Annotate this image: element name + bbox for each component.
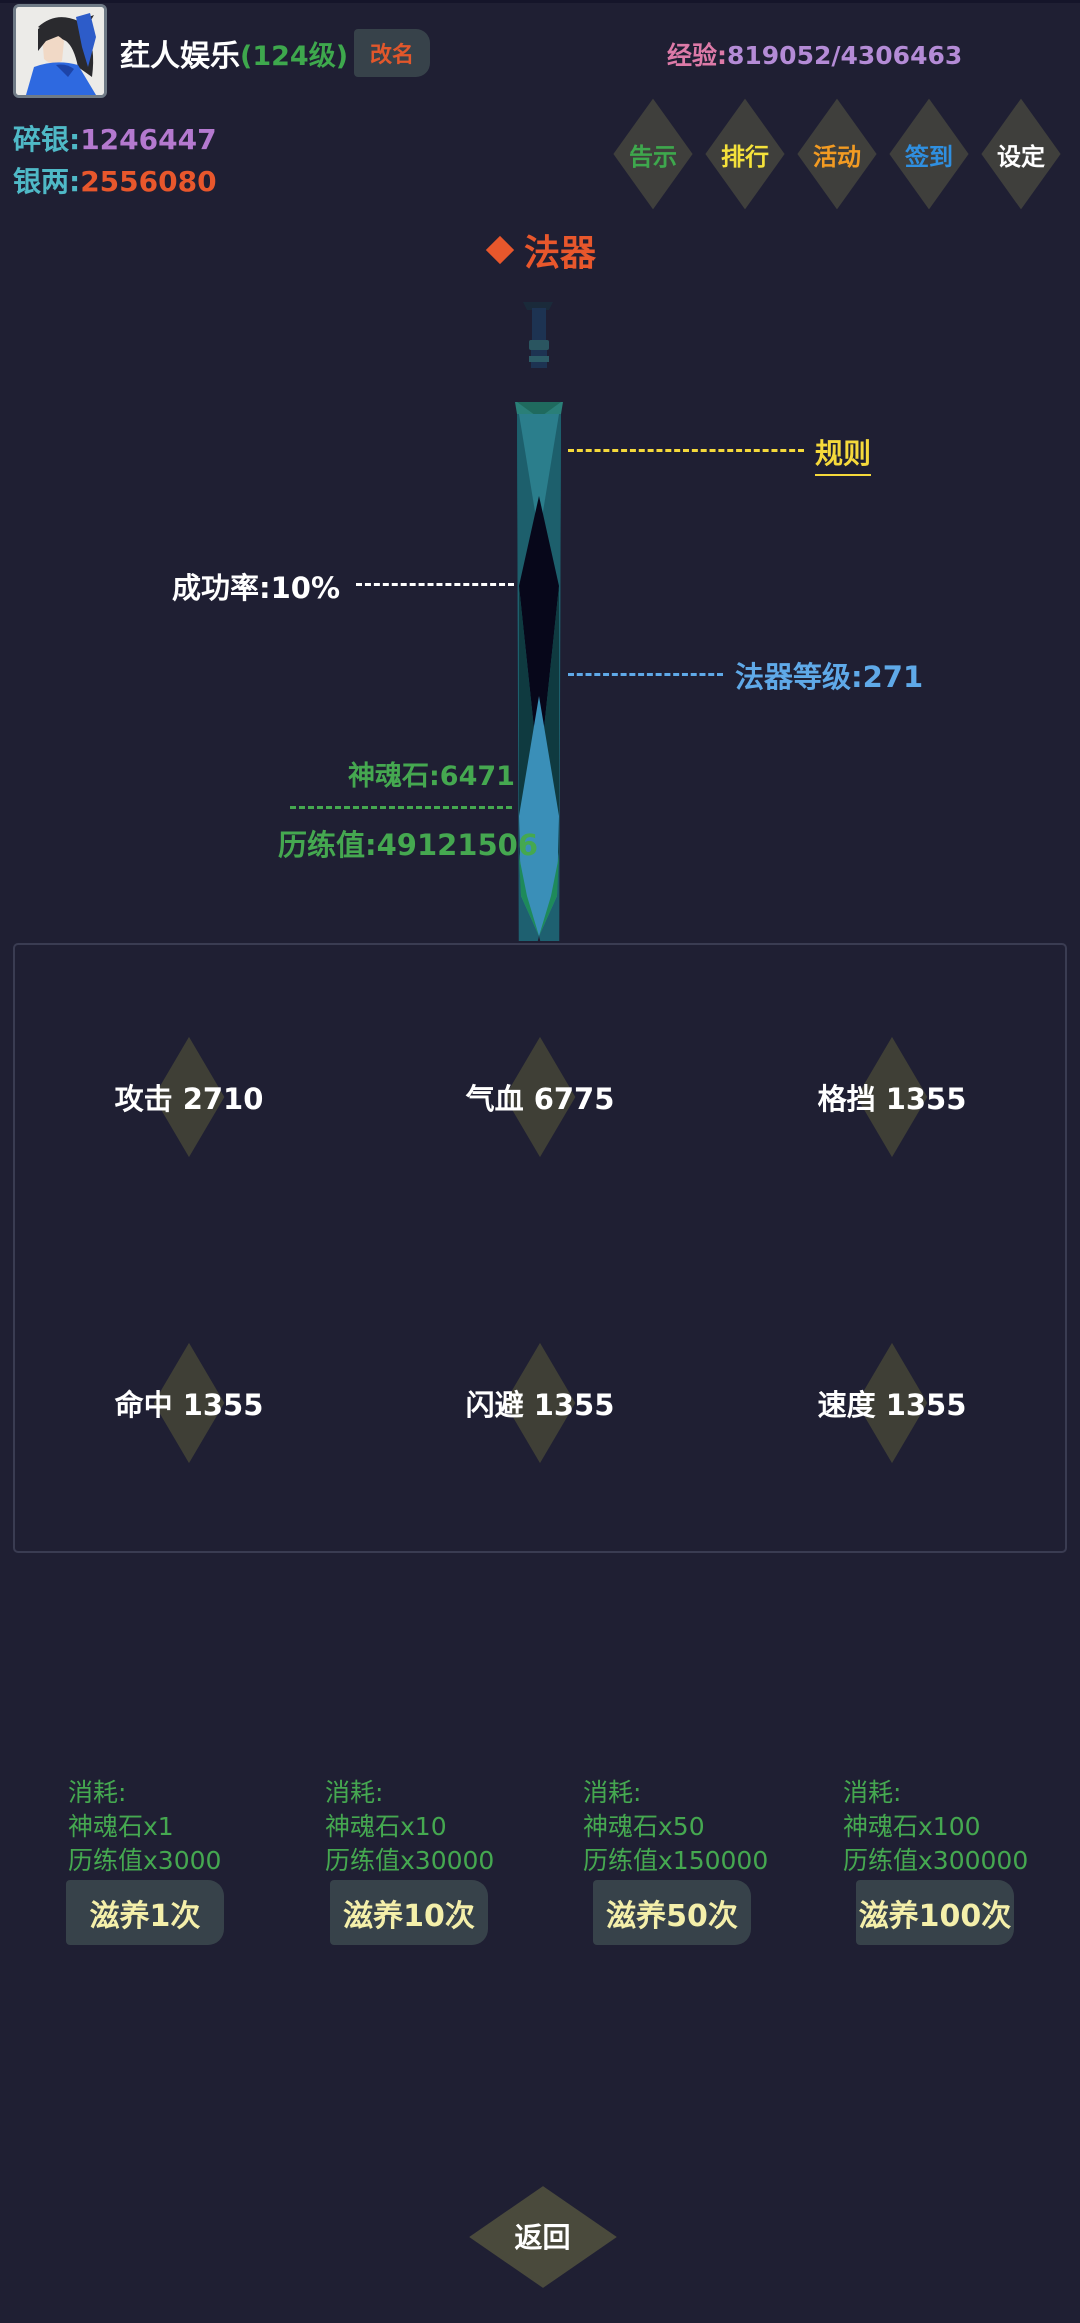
back-label: 返回 xyxy=(514,2221,571,2254)
stat-hit: 命中 1355 xyxy=(69,1342,309,1464)
nav-checkin-button[interactable]: 签到 xyxy=(887,98,971,210)
stat-dodge-text: 闪避 1355 xyxy=(465,1388,615,1422)
nourish-50-button[interactable]: 滋养50次 xyxy=(593,1880,751,1945)
nav-checkin-label: 签到 xyxy=(905,142,953,171)
artifact-level-text: 法器等级:271 xyxy=(735,660,924,694)
avatar[interactable] xyxy=(13,4,107,98)
soul-stone-text: 神魂石:6471 xyxy=(348,761,515,792)
rule-connector-line xyxy=(568,449,804,452)
experience-label: 经验: xyxy=(667,41,727,70)
nourish-100-button[interactable]: 滋养100次 xyxy=(856,1880,1014,1945)
experience-value: 819052/4306463 xyxy=(727,41,963,70)
nav-activity-button[interactable]: 活动 xyxy=(795,98,879,210)
experience-display: 经验:819052/4306463 xyxy=(667,36,962,72)
stat-hp: 气血 6775 xyxy=(420,1036,660,1158)
nourish-10-button[interactable]: 滋养10次 xyxy=(330,1880,488,1945)
cost-soul-stone: 神魂石x100 xyxy=(843,1812,981,1841)
success-rate-connector-line xyxy=(356,583,514,586)
cost-title: 消耗: xyxy=(583,1778,642,1807)
page-title: 法器 xyxy=(485,224,597,276)
silver-bits-display: 碎银:1246447 xyxy=(13,118,217,158)
cost-experience: 历练值x30000 xyxy=(325,1846,495,1875)
cost-soul-stone: 神魂石x10 xyxy=(325,1812,447,1841)
stat-block: 格挡 1355 xyxy=(772,1036,1012,1158)
cost-soul-stone: 神魂石x1 xyxy=(68,1812,174,1841)
player-name-row: 荭人娱乐 (124级) 改名 xyxy=(120,29,431,77)
nav-notice-label: 告示 xyxy=(629,142,677,171)
cost-experience: 历练值x150000 xyxy=(583,1846,769,1875)
success-rate-text: 成功率:10% xyxy=(172,571,341,605)
cost-title: 消耗: xyxy=(68,1778,127,1807)
cost-soul-stone: 神魂石x50 xyxy=(583,1812,705,1841)
stat-speed: 速度 1355 xyxy=(772,1342,1012,1464)
diamond-bullet-icon xyxy=(485,235,515,265)
rules-link[interactable]: 规则 xyxy=(815,432,872,476)
stat-speed-text: 速度 1355 xyxy=(817,1388,967,1422)
level-connector-line xyxy=(568,673,723,676)
nav-activity-label: 活动 xyxy=(813,142,861,171)
character-portrait-icon xyxy=(16,7,104,95)
nourish-option-1: 消耗: 神魂石x1 历练值x3000 滋养1次 xyxy=(66,1776,308,1945)
silver-taels-label: 银两: xyxy=(13,165,81,198)
nav-notice-button[interactable]: 告示 xyxy=(611,98,695,210)
nav-ranking-label: 排行 xyxy=(721,142,769,171)
nav-settings-button[interactable]: 设定 xyxy=(979,98,1063,210)
nav-ranking-button[interactable]: 排行 xyxy=(703,98,787,210)
back-button[interactable]: 返回 xyxy=(469,2186,617,2288)
nav-settings-label: 设定 xyxy=(997,142,1045,171)
stat-attack: 攻击 2710 xyxy=(69,1036,309,1158)
stats-panel xyxy=(13,943,1067,1553)
experience-points-text: 历练值:49121506 xyxy=(278,828,539,862)
sword-artifact-icon[interactable] xyxy=(505,296,575,941)
top-border xyxy=(0,0,1080,3)
stat-dodge: 闪避 1355 xyxy=(420,1342,660,1464)
rename-button[interactable]: 改名 xyxy=(354,29,431,77)
silver-taels-display: 银两:2556080 xyxy=(13,160,217,200)
player-name: 荭人娱乐 xyxy=(120,39,240,74)
stat-block-text: 格挡 1355 xyxy=(817,1082,967,1116)
cost-title: 消耗: xyxy=(325,1778,384,1807)
resource-divider-line xyxy=(290,806,512,809)
stat-attack-text: 攻击 2710 xyxy=(114,1082,264,1116)
nourish-option-10: 消耗: 神魂石x10 历练值x30000 滋养10次 xyxy=(325,1776,565,1945)
nourish-option-100: 消耗: 神魂石x100 历练值x300000 滋养100次 xyxy=(843,1776,1080,1945)
page-title-text: 法器 xyxy=(524,233,597,274)
cost-experience: 历练值x3000 xyxy=(68,1846,222,1875)
stat-hit-text: 命中 1355 xyxy=(114,1388,264,1422)
cost-experience: 历练值x300000 xyxy=(843,1846,1029,1875)
nourish-1-button[interactable]: 滋养1次 xyxy=(66,1880,224,1945)
stat-hp-text: 气血 6775 xyxy=(465,1082,615,1116)
silver-bits-label: 碎银: xyxy=(13,123,81,156)
silver-bits-value: 1246447 xyxy=(80,123,217,156)
cost-title: 消耗: xyxy=(843,1778,902,1807)
silver-taels-value: 2556080 xyxy=(80,165,217,198)
nourish-option-50: 消耗: 神魂石x50 历练值x150000 滋养50次 xyxy=(583,1776,823,1945)
player-level: (124级) xyxy=(240,40,349,72)
